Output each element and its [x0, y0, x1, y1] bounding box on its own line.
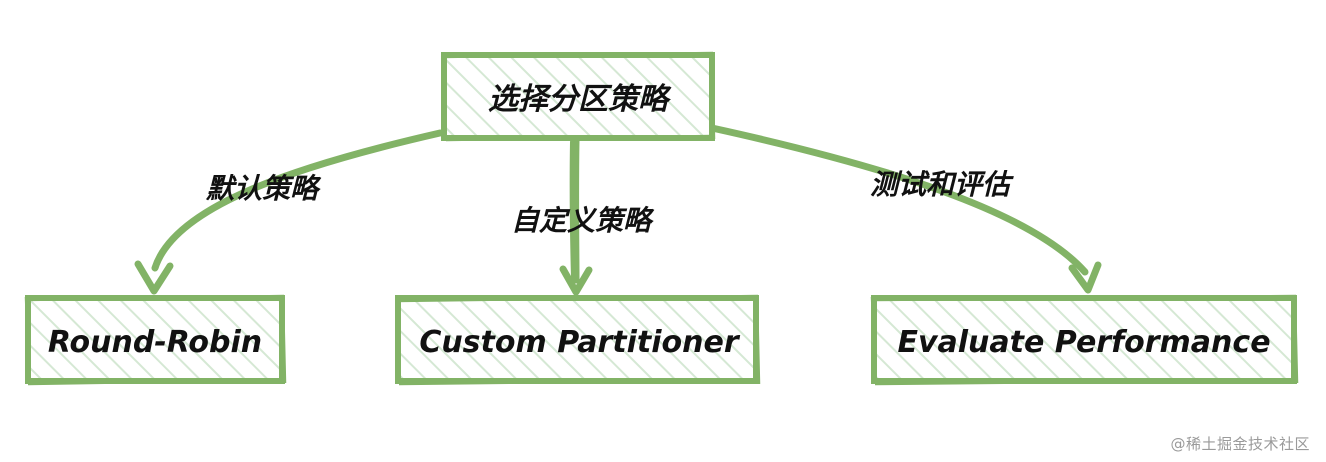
edges: [134, 124, 1102, 296]
edge-label-custom: 自定义策略: [511, 204, 655, 237]
edge-label-evaluate: 测试和评估: [870, 168, 1014, 201]
root-node-label: 选择分区策略: [488, 82, 672, 117]
node-custom-partitioner-label: Custom Partitioner: [419, 325, 741, 360]
edge-label-default: 默认策略: [205, 172, 322, 205]
arrowhead-evaluate: [1068, 261, 1102, 294]
edge-root-to-round-robin: [151, 129, 444, 272]
node-evaluate-performance-label: Evaluate Performance: [897, 325, 1270, 360]
arrowhead-custom: [559, 265, 593, 296]
node-custom-partitioner: Custom Partitioner: [395, 294, 761, 386]
node-evaluate-performance: Evaluate Performance: [870, 294, 1299, 386]
node-round-robin-label: Round-Robin: [48, 325, 262, 360]
arrowhead-round-robin: [134, 260, 174, 295]
edge-root-to-custom-sketch: [569, 140, 575, 280]
edge-root-to-evaluate: [708, 124, 1089, 276]
root-node: 选择分区策略: [440, 51, 716, 142]
watermark: @稀土掘金技术社区: [1170, 435, 1310, 453]
node-round-robin: Round-Robin: [24, 294, 287, 386]
